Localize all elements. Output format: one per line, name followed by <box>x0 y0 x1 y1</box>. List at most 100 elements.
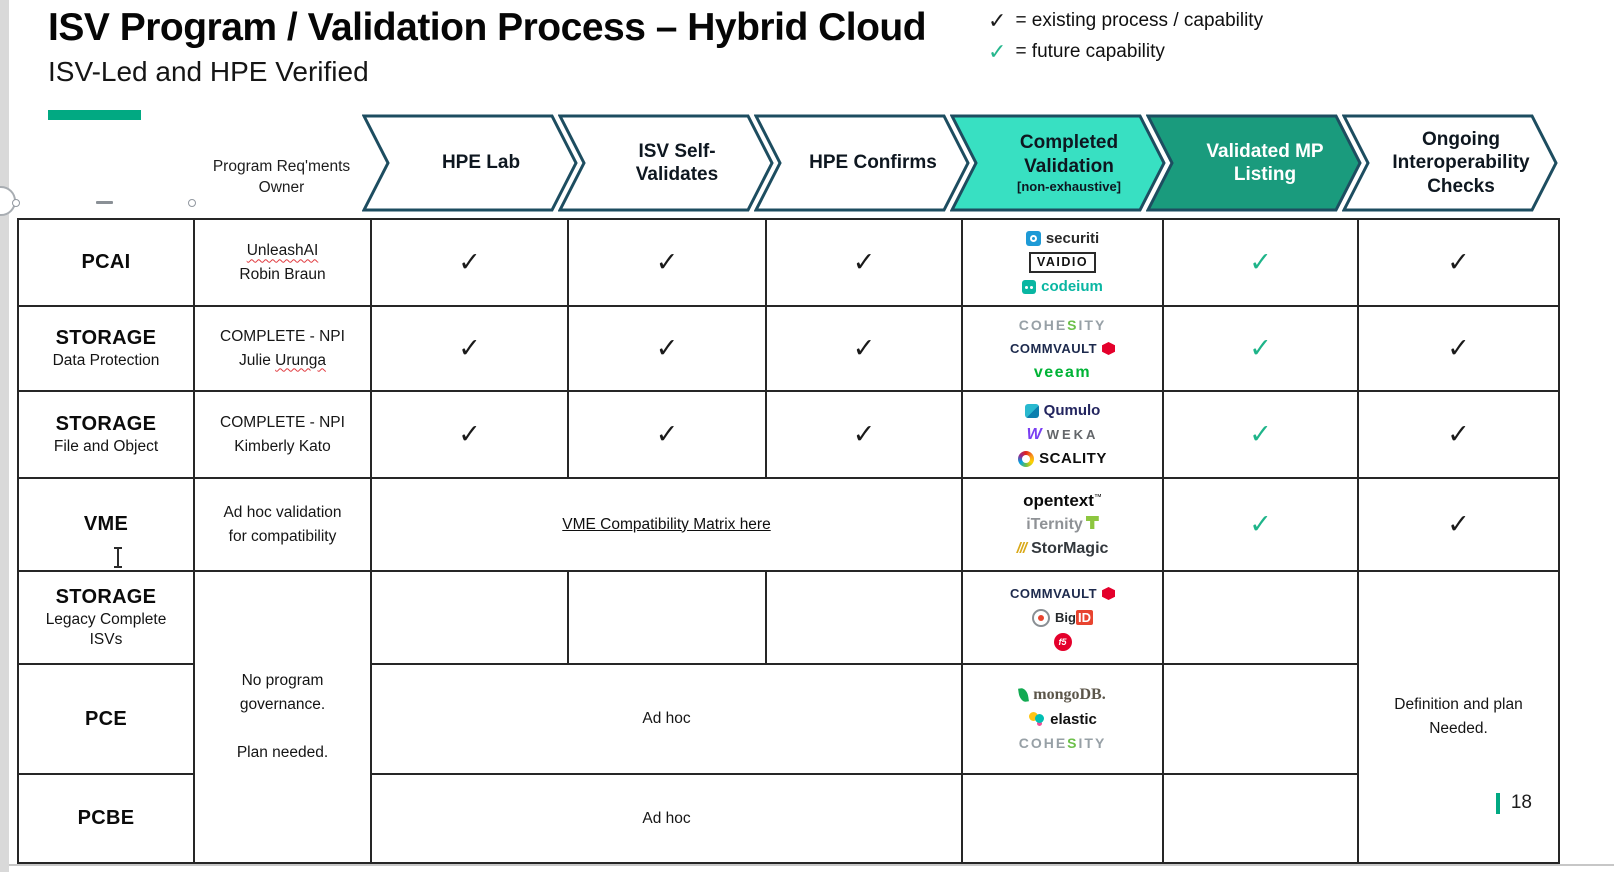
qumulo-icon <box>1024 403 1039 418</box>
green-check-icon: ✓ <box>1249 247 1272 277</box>
check-storage-dp-validated-mp: ✓ <box>1164 307 1359 392</box>
category-name: PCBE <box>77 807 135 829</box>
logos-cell-storage-dp: COHESITY COMMVAULT veeam <box>963 307 1164 392</box>
legend-future-label: = future capability <box>1015 41 1165 62</box>
owner-line: UnleashAI <box>246 242 319 260</box>
step-hpe-lab: HPE Lab <box>362 114 578 212</box>
step-isv-self-validates: ISV Self- Validates <box>558 114 774 212</box>
vme-compatibility-matrix-link[interactable]: VME Compatibility Matrix here <box>562 515 771 533</box>
shape-handle-icon <box>12 199 20 207</box>
chevron-outline-icon <box>1342 114 1558 212</box>
empty-cell-pcbe-completed <box>963 775 1164 862</box>
empty-cell-legacy-hpe-lab <box>372 572 569 665</box>
owner-line: COMPLETE - NPI <box>220 414 345 432</box>
page-title: ISV Program / Validation Process – Hybri… <box>48 6 927 49</box>
black-check-icon: ✓ <box>988 8 1007 33</box>
category-name: PCAI <box>81 251 131 273</box>
validation-table: PCAI UnleashAI Robin Braun ✓ ✓ ✓ securit… <box>17 218 1560 864</box>
logo-codeium: codeium <box>1022 276 1103 297</box>
green-check-icon: ✓ <box>988 39 1007 64</box>
step-label: ISV Self- Validates <box>635 140 719 185</box>
definition-needed-cell: Definition and plan Needed. 18 <box>1359 572 1558 862</box>
adhoc-cell-pce: Ad hoc <box>372 665 963 775</box>
owner-cell-vme: Ad hoc validation for compatibility <box>195 479 372 572</box>
category-name: STORAGE <box>55 326 157 349</box>
empty-cell-legacy-validated-mp <box>1164 572 1359 665</box>
logo-stormagic: ///StorMagic <box>1016 539 1109 558</box>
shape-handle-icon <box>188 199 196 207</box>
check-pcai-hpe-lab: ✓ <box>372 220 569 307</box>
logo-iternity: iTernity <box>1026 514 1099 535</box>
category-sub: Legacy Complete ISVs <box>45 611 167 648</box>
logo-f5: f5 <box>1053 631 1072 652</box>
weka-icon: W <box>1026 425 1042 443</box>
check-storage-fo-hpe-confirms: ✓ <box>767 392 963 479</box>
category-sub: File and Object <box>53 437 159 455</box>
category-cell-storage-dp: STORAGE Data Protection <box>19 307 195 392</box>
process-steps: HPE Lab ISV Self- Validates HPE Confirms… <box>362 114 1558 212</box>
black-check-icon: ✓ <box>458 247 481 277</box>
owner-line: Urunga <box>275 351 326 369</box>
iternity-icon <box>1085 516 1099 529</box>
no-program-governance-cell: No program governance. Plan needed. <box>195 572 372 862</box>
owner-cell-storage-dp: COMPLETE - NPI Julie Urunga <box>195 307 372 392</box>
black-check-icon: ✓ <box>1447 247 1470 277</box>
owner-line: Julie <box>238 351 276 369</box>
black-check-icon: ✓ <box>1447 419 1470 449</box>
logo-commvault: COMMVAULT <box>1010 338 1116 359</box>
logo-opentext: opentext™ <box>1023 490 1102 510</box>
black-check-icon: ✓ <box>458 419 481 449</box>
black-check-icon: ✓ <box>655 247 679 277</box>
step-label: HPE Lab <box>441 152 521 174</box>
category-cell-storage-fo: STORAGE File and Object <box>19 392 195 479</box>
logos-cell-pce: mongoDB. elastic COHESITY <box>963 665 1164 775</box>
mongodb-leaf-icon <box>1018 687 1030 703</box>
elastic-icon <box>1028 711 1045 727</box>
check-pcai-hpe-confirms: ✓ <box>767 220 963 307</box>
check-storage-fo-isv-self: ✓ <box>569 392 767 479</box>
step-label: Completed Validation [non-exhaustive] <box>980 114 1158 212</box>
step-ongoing-interoperability-checks: Ongoing Interoperability Checks <box>1342 114 1558 212</box>
green-check-icon: ✓ <box>1249 509 1272 539</box>
check-storage-dp-hpe-lab: ✓ <box>372 307 569 392</box>
column-header-owner: Program Req'ments Owner <box>212 158 351 196</box>
step-note: [non-exhaustive] <box>1016 178 1121 194</box>
logo-vaidio: VAIDIO <box>1028 252 1097 273</box>
category-name: VME <box>83 513 129 535</box>
category-sub: Data Protection <box>52 351 160 369</box>
step-label: Ongoing Interoperability Checks <box>1392 129 1530 197</box>
category-name: PCE <box>84 707 128 730</box>
black-check-icon: ✓ <box>852 247 876 277</box>
accent-bar <box>48 110 141 120</box>
owner-line: COMPLETE - NPI <box>220 328 345 346</box>
logo-mongodb: mongoDB. <box>1018 685 1106 706</box>
step-hpe-confirms: HPE Confirms <box>754 114 970 212</box>
page-number-text: 18 <box>1510 792 1532 813</box>
check-storage-fo-validated-mp: ✓ <box>1164 392 1359 479</box>
slide-bottom-edge <box>9 864 1614 866</box>
green-check-icon: ✓ <box>1249 419 1272 449</box>
empty-cell-pce-validated-mp <box>1164 665 1359 775</box>
black-check-icon: ✓ <box>655 419 679 449</box>
check-storage-dp-hpe-confirms: ✓ <box>767 307 963 392</box>
step-validated-mp-listing: Validated MP Listing <box>1146 114 1362 212</box>
step-completed-validation: Completed Validation [non-exhaustive] <box>950 114 1166 212</box>
logo-elastic: elastic <box>1028 709 1097 730</box>
category-cell-pcai: PCAI <box>19 220 195 307</box>
check-pcai-isv-self: ✓ <box>569 220 767 307</box>
page-number: 18 <box>1495 792 1532 814</box>
step-label: Validated MP Listing <box>1206 140 1324 185</box>
black-check-icon: ✓ <box>1447 509 1470 539</box>
chevron-outline-icon <box>558 114 774 212</box>
logo-securiti: securiti <box>1025 228 1099 249</box>
window-left-edge <box>0 0 9 872</box>
legend-existing-label: = existing process / capability <box>1015 10 1264 31</box>
empty-cell-legacy-hpe-confirms <box>767 572 963 665</box>
legend-existing: ✓ = existing process / capability <box>988 6 1263 36</box>
f5-icon: f5 <box>1053 632 1072 651</box>
step-label-text: Completed Validation <box>1019 132 1119 177</box>
step-label: HPE Confirms <box>809 152 937 174</box>
check-storage-dp-isv-self: ✓ <box>569 307 767 392</box>
